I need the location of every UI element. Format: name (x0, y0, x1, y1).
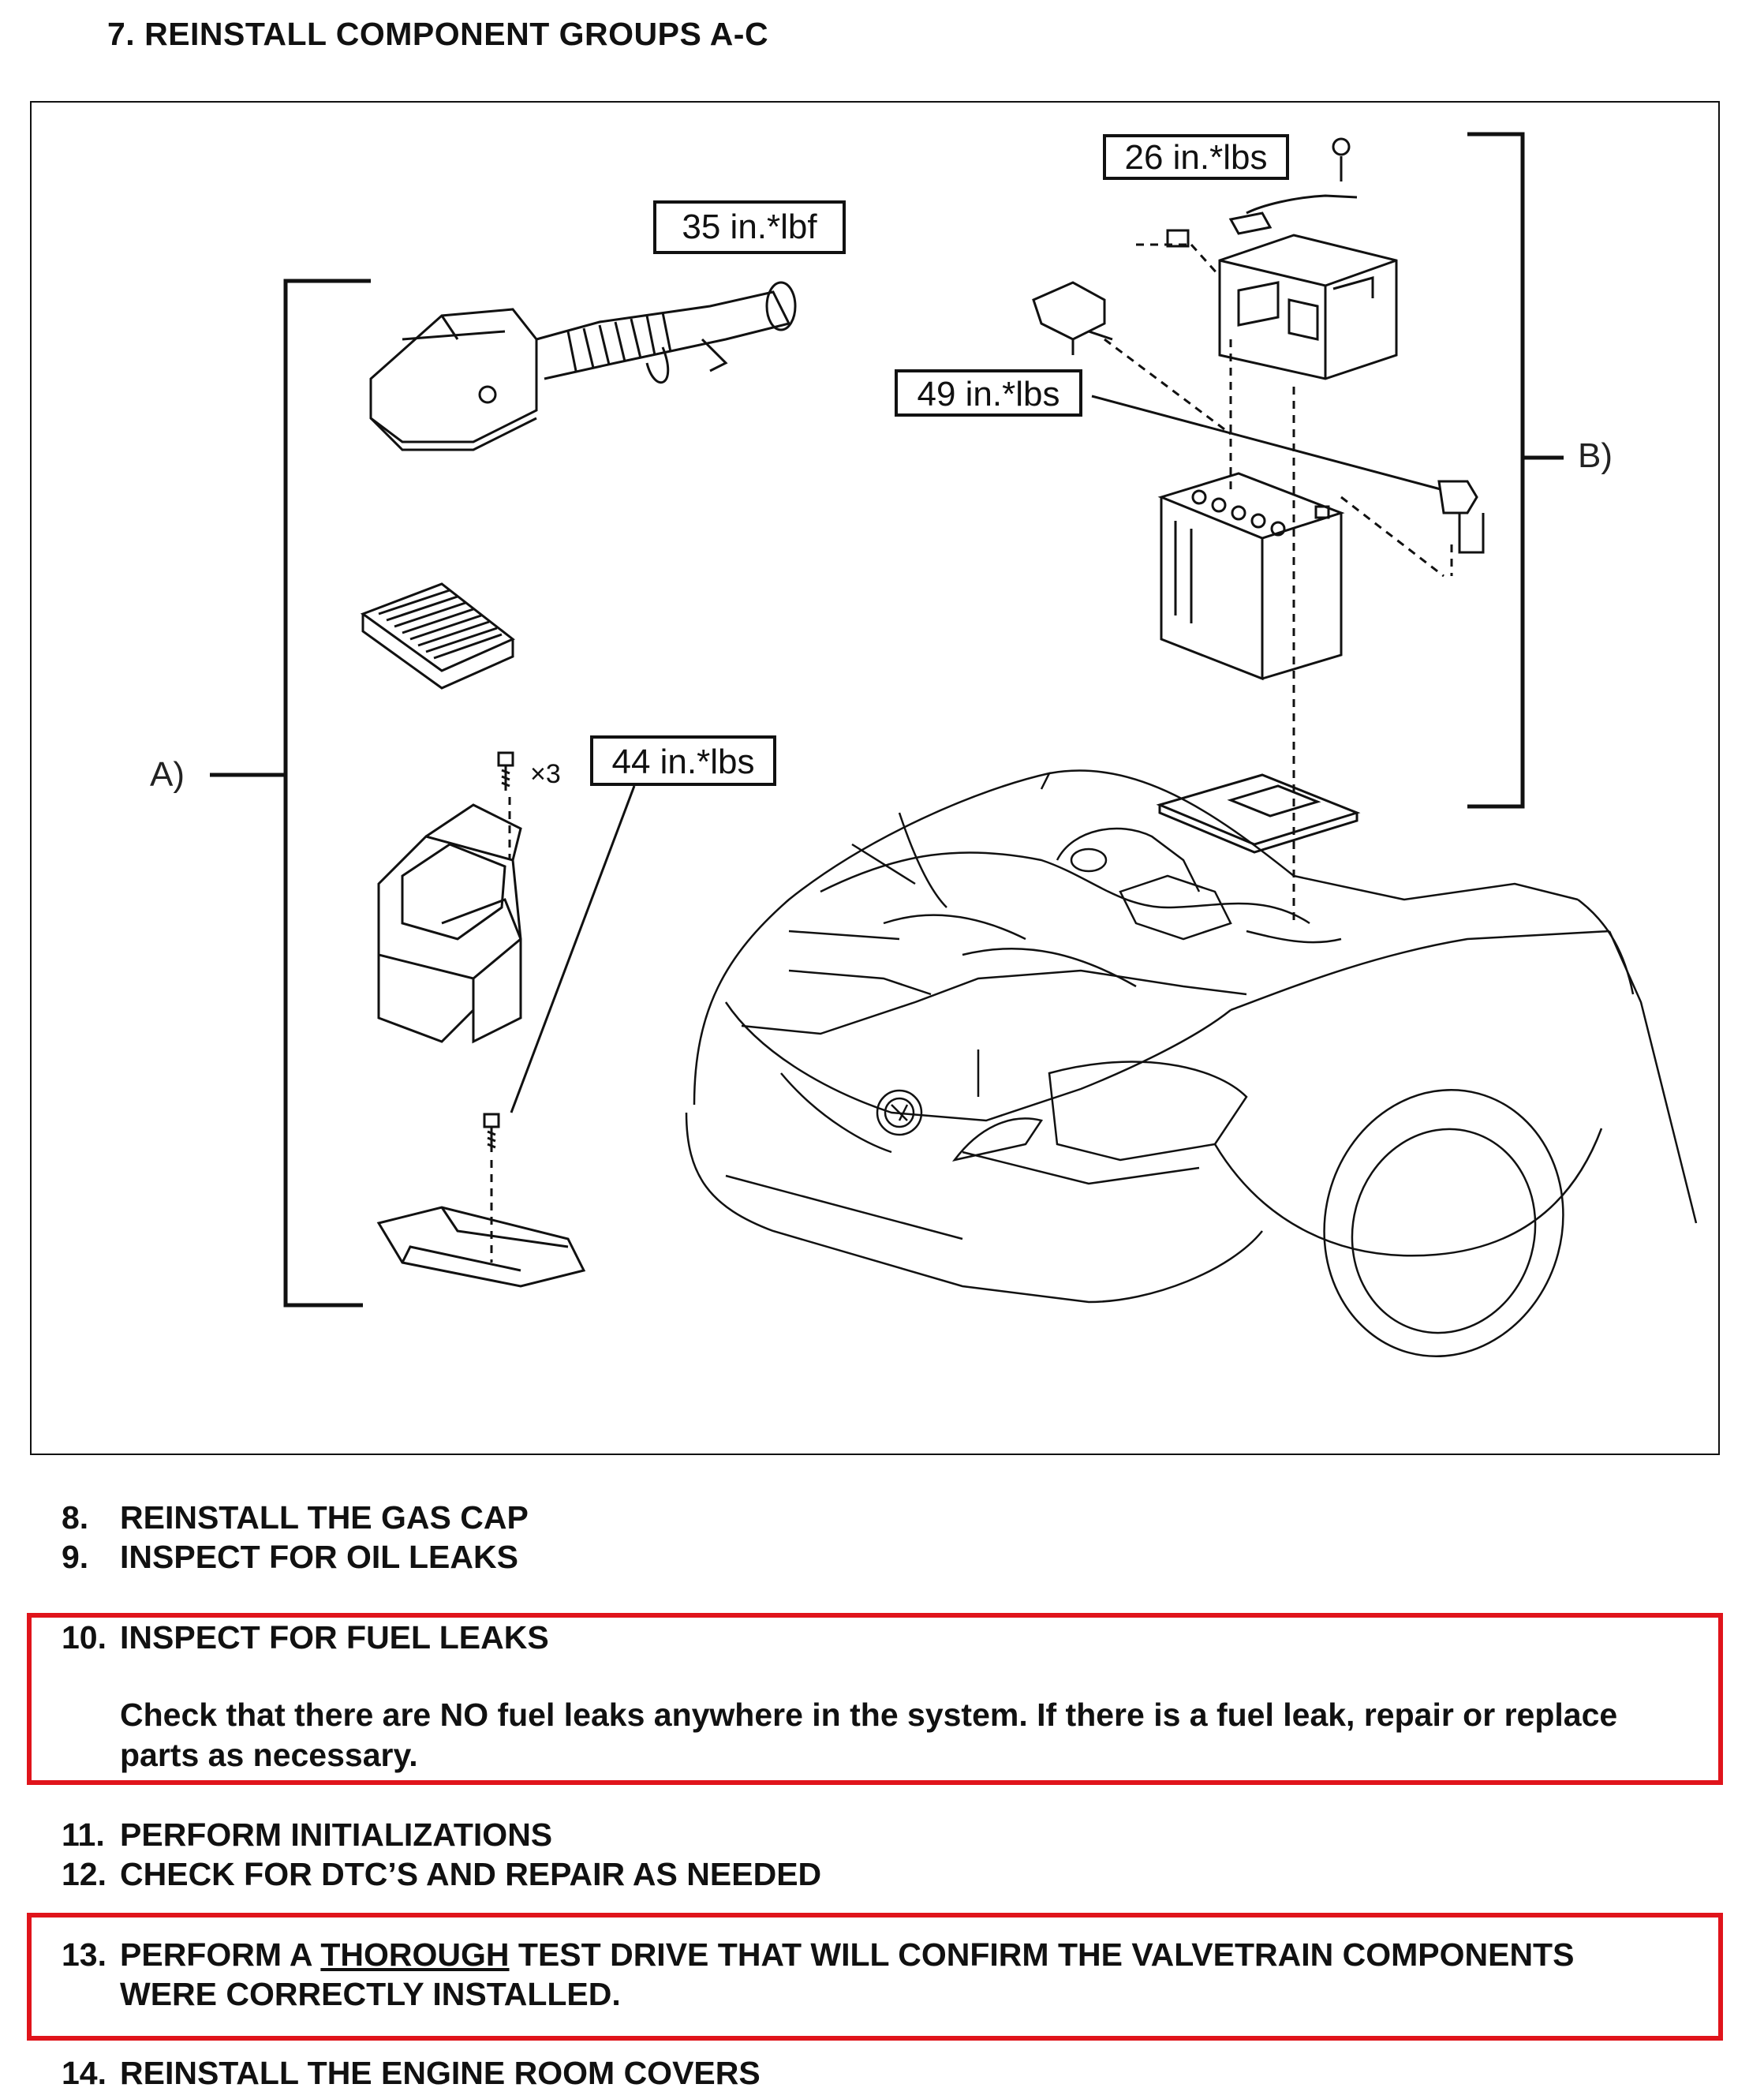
bolt-icon (497, 751, 514, 791)
highlight-box-fuel-leaks (27, 1613, 1723, 1785)
step-11: 11.PERFORM INITIALIZATIONS (62, 1817, 553, 1853)
battery-icon (1157, 472, 1345, 681)
torque-label-air-duct: 35 in.*lbf (682, 208, 817, 246)
battery-tray-box-icon (1218, 234, 1398, 380)
torque-label-terminal: 49 in.*lbs (917, 375, 1060, 413)
air-cleaner-case-icon (377, 803, 522, 1044)
intake-hose-icon (536, 281, 797, 384)
bolt-icon (483, 1113, 500, 1152)
air-inlet-icon (376, 1206, 586, 1288)
torque-callout-44: 44 in.*lbs (590, 735, 776, 786)
step-14: 14.REINSTALL THE ENGINE ROOM COVERS (62, 2055, 761, 2091)
vehicle-outline-icon (685, 769, 1698, 1357)
group-b-bracket (1467, 132, 1525, 809)
torque-label-air-box: 44 in.*lbs (611, 743, 754, 781)
terminal-clamp-icon (1032, 281, 1113, 355)
air-filter-element-icon (360, 582, 515, 690)
highlight-box-test-drive (27, 1913, 1723, 2041)
group-a-bracket (283, 279, 371, 1308)
torque-callout-26: 26 in.*lbs (1103, 134, 1289, 180)
group-b-label: B) (1578, 436, 1613, 475)
torque-label-battery-hold: 26 in.*lbs (1124, 138, 1267, 177)
torque-callout-35: 35 in.*lbf (653, 200, 846, 254)
battery-tray-icon (1156, 773, 1361, 854)
component-diagram: 35 in.*lbf 26 in.*lbs 49 in.*lbs 44 in.*… (30, 101, 1720, 1455)
step-10-detail: Check that there are NO fuel leaks anywh… (120, 1697, 1618, 1773)
exploded-view-illustration: 35 in.*lbf 26 in.*lbs 49 in.*lbs 44 in.*… (150, 132, 1698, 1357)
step-13-line2: WERE CORRECTLY INSTALLED. (120, 1976, 621, 2012)
step-13: 13.PERFORM A THOROUGH TEST DRIVE THAT WI… (62, 1936, 1575, 1973)
torque-callout-49: 49 in.*lbs (895, 369, 1082, 417)
step-9: 9.INSPECT FOR OIL LEAKS (62, 1539, 518, 1575)
step-12: 12.CHECK FOR DTC’S AND REPAIR AS NEEDED (62, 1856, 822, 1892)
step-8: 8.REINSTALL THE GAS CAP (62, 1499, 529, 1536)
air-cleaner-cap-icon (369, 308, 538, 451)
step-10: 10.INSPECT FOR FUEL LEAKS (62, 1619, 549, 1656)
cable-terminal-icon (1437, 480, 1485, 554)
emphasis-thorough: THOROUGH (320, 1936, 510, 1973)
bolt-quantity-label: ×3 (530, 759, 561, 789)
section-title: 7. REINSTALL COMPONENT GROUPS A-C (107, 16, 769, 52)
battery-clamp-cable-icon (1228, 137, 1358, 235)
group-a-label: A) (150, 755, 185, 794)
